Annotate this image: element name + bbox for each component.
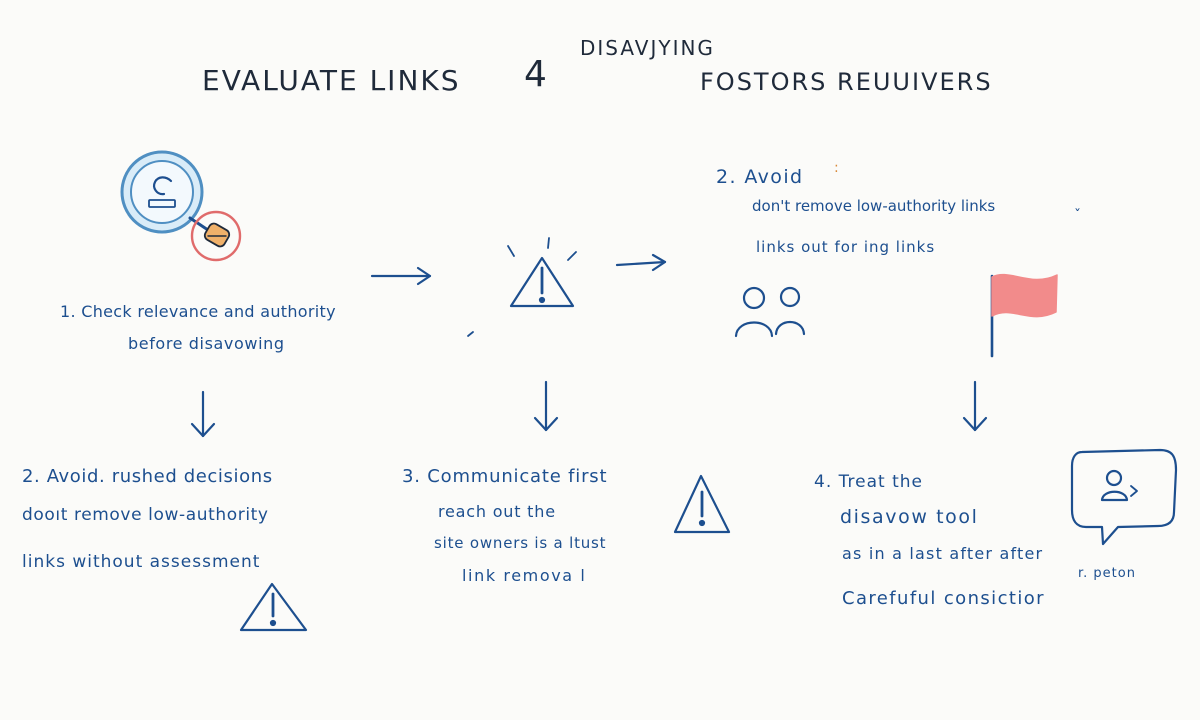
title-left: EVALUATE LINKS bbox=[202, 64, 461, 97]
warning-icon bbox=[239, 582, 308, 632]
step4-line-5: Carefuful consictior bbox=[842, 588, 1045, 609]
step4-line-1: 4. Treat the bbox=[814, 472, 923, 492]
step2-line-3: links without assessment bbox=[22, 552, 261, 572]
step2-line-2: dooıt remove low-authority bbox=[22, 505, 269, 525]
arrow-icon bbox=[533, 380, 559, 432]
top-right-line-1: don't remove low-authority links bbox=[752, 197, 996, 215]
arrow-icon bbox=[370, 266, 432, 286]
step1-line-2: before disavowing bbox=[128, 334, 285, 353]
step3-line-4: link remova l bbox=[462, 566, 587, 585]
warning-icon bbox=[673, 474, 731, 534]
step4-line-4: r. peton bbox=[1078, 566, 1136, 581]
arrow-icon bbox=[615, 253, 667, 272]
top-right-tick: ˇ bbox=[1074, 208, 1081, 224]
title-right: FOSTORS REUUIVERS bbox=[700, 68, 993, 96]
arrow-icon bbox=[190, 390, 216, 438]
warning-icon bbox=[467, 237, 577, 337]
step4-line-2: disavow tool bbox=[840, 506, 979, 528]
user-chat-bubble-icon bbox=[1070, 448, 1178, 546]
step4-line-3: as in a last after after bbox=[842, 544, 1044, 563]
step1-line-1: 1. Check relevance and authority bbox=[60, 302, 336, 321]
red-flag-icon bbox=[990, 273, 1058, 358]
step3-line-3: site owners is a ltust bbox=[434, 534, 607, 552]
top-right-mark: : bbox=[834, 160, 839, 176]
title-symbol: 4 bbox=[524, 54, 547, 95]
title-top: DISAVJYING bbox=[580, 36, 715, 60]
step2-line-1: 2. Avoid. rushed decisions bbox=[22, 466, 273, 487]
arrow-icon bbox=[962, 380, 988, 432]
step3-line-2: reach out the bbox=[438, 502, 556, 521]
top-right-heading: 2. Avoid bbox=[716, 166, 804, 188]
top-right-line-2: links out for ing links bbox=[756, 238, 936, 256]
people-icon bbox=[734, 286, 806, 338]
step3-line-1: 3. Communicate first bbox=[402, 466, 608, 487]
magnifier-icon bbox=[120, 150, 242, 262]
